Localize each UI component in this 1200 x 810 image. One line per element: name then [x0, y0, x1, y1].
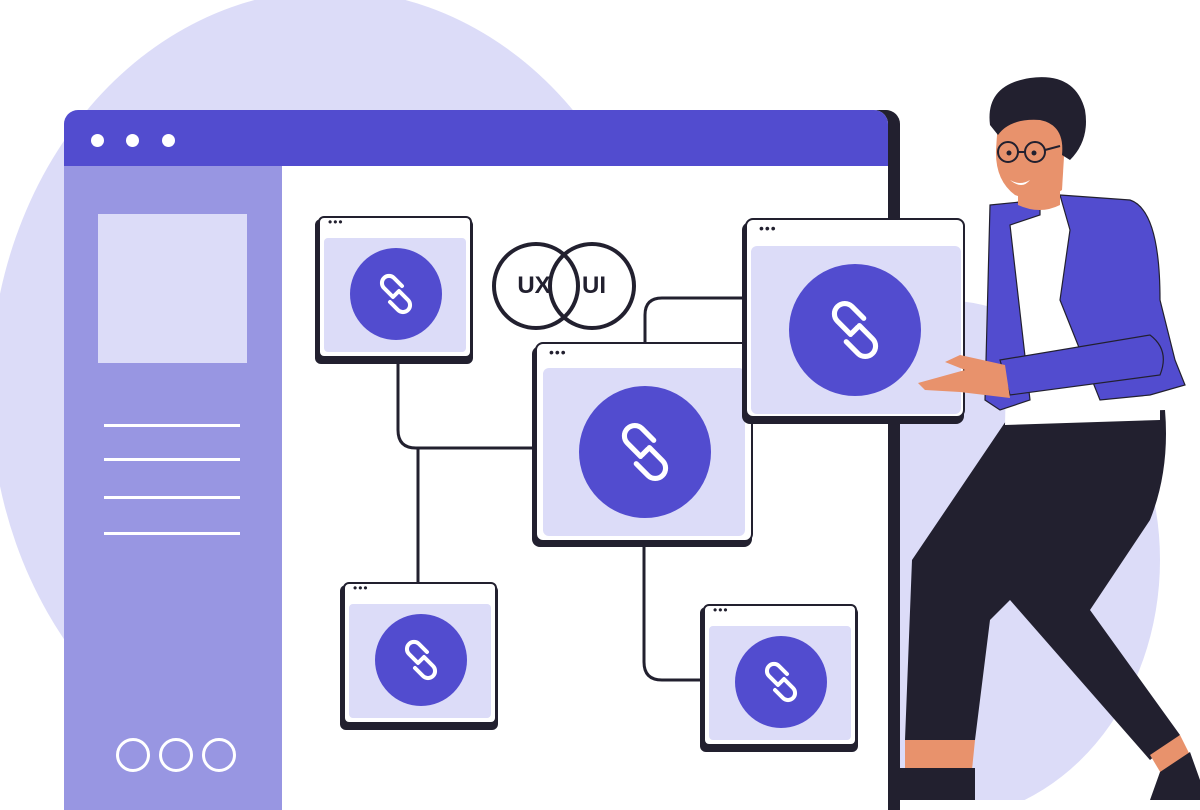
- window-dot: [126, 134, 139, 147]
- sidebar-image-placeholder: [98, 214, 247, 363]
- sidebar-circle-button[interactable]: [159, 738, 193, 772]
- sidebar-line: [104, 424, 240, 427]
- shoe-right: [1150, 752, 1200, 800]
- venn-label-ui: UI: [582, 272, 606, 299]
- link-icon: [379, 273, 413, 315]
- venn-ux-ui: UX UI: [490, 240, 640, 330]
- card-dots: •••: [713, 603, 729, 617]
- sidebar-line: [104, 532, 240, 535]
- card-center[interactable]: •••: [532, 342, 755, 547]
- card-dots: •••: [353, 581, 369, 595]
- card-dots: •••: [549, 344, 567, 360]
- sidebar-line: [104, 496, 240, 499]
- card-bottom-left[interactable]: •••: [340, 581, 501, 730]
- hair: [989, 77, 1086, 160]
- title-bar: [64, 110, 888, 166]
- glasses-icon: [997, 141, 1061, 163]
- sidebar-line: [104, 458, 240, 461]
- hand: [918, 355, 1010, 398]
- pants: [905, 410, 1180, 760]
- card-dots: •••: [328, 215, 344, 229]
- window-dot: [162, 134, 175, 147]
- sidebar: [64, 166, 282, 810]
- link-icon: [621, 423, 669, 481]
- link-icon: [404, 639, 438, 681]
- shoe-left: [895, 768, 975, 800]
- link-icon: [831, 301, 879, 359]
- card-dots: •••: [759, 220, 777, 236]
- link-icon: [764, 661, 798, 703]
- card-top-left[interactable]: •••: [315, 215, 476, 364]
- window-dot: [91, 134, 104, 147]
- sidebar-circle-button[interactable]: [202, 738, 236, 772]
- venn-circles-icon: [492, 242, 636, 330]
- card-bottom-right[interactable]: •••: [700, 603, 861, 752]
- sidebar-circle-button[interactable]: [116, 738, 150, 772]
- venn-label-ux: UX: [517, 272, 551, 299]
